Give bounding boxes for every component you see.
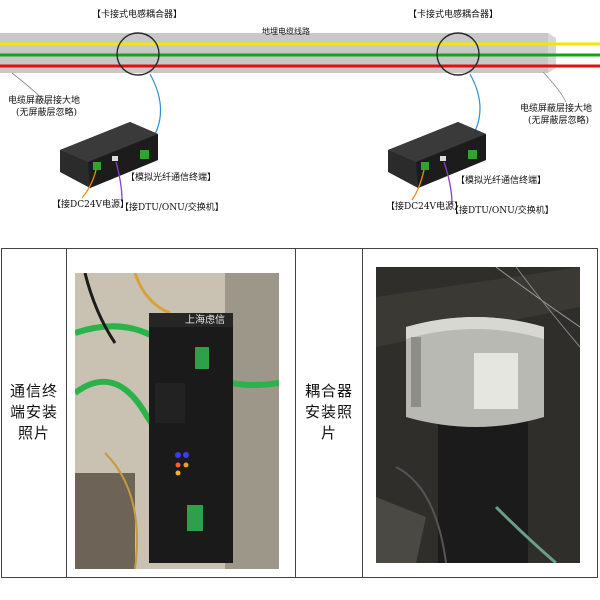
- network-label-left: 【接DTU/ONU/交换机】: [120, 203, 224, 213]
- terminal-photo-caption: 通信终端安装照片: [2, 381, 66, 444]
- coupler-ring-left: [116, 32, 160, 76]
- cable-diagram: [0, 32, 600, 205]
- ground-lead-right: [542, 71, 567, 103]
- caption-line: 片: [320, 424, 337, 442]
- ground-label-right-2: (无屏蔽层忽略): [528, 116, 590, 126]
- coupler-label-left: 【卡接式电感耦合器】: [92, 10, 183, 20]
- power-label-left: 【接DC24V电源】: [52, 200, 130, 210]
- ground-label-left-2: (无屏蔽层忽略): [16, 108, 78, 118]
- caption-line: 照片: [17, 424, 50, 442]
- terminal-photo-art: [75, 273, 279, 569]
- network-lead-right: [443, 161, 453, 205]
- ground-label-right-1: 电缆屏蔽层接大地: [520, 104, 593, 114]
- ground-label-left-1: 电缆屏蔽层接大地: [8, 96, 81, 106]
- coupler-label-right: 【卡接式电感耦合器】: [408, 10, 499, 20]
- caption-line: 端安装: [9, 403, 58, 421]
- coupler-ring-right: [436, 32, 480, 76]
- ground-lead-left: [11, 72, 49, 106]
- caption-line: 安装照: [304, 403, 353, 421]
- coupler-photo-caption: 耦合器 安装照 片: [296, 381, 362, 444]
- power-lead-left: [81, 169, 97, 199]
- coupler-photo-art: [376, 267, 580, 563]
- terminal-device-left: [60, 122, 158, 188]
- network-label-right: 【接DTU/ONU/交换机】: [450, 206, 554, 216]
- coupler-install-photo: [376, 267, 580, 563]
- caption-line: 通信终: [9, 382, 58, 400]
- terminal-device-right: [388, 122, 486, 188]
- device-brand: 上海虑信: [185, 315, 225, 326]
- terminal-label-left: 【模拟光纤通信终端】: [126, 173, 217, 183]
- caption-line: 耦合器: [304, 382, 353, 400]
- terminal-install-photo: 上海虑信: [75, 273, 279, 569]
- power-label-right: 【接DC24V电源】: [386, 202, 464, 212]
- terminal-label-right: 【模拟光纤通信终端】: [456, 176, 547, 186]
- power-lead-right: [411, 169, 425, 201]
- photo-table: 通信终端安装照片 上海虑信 耦合器 安装照 片: [1, 248, 598, 578]
- network-lead-left: [115, 161, 123, 201]
- cable-title: 地埋电缆线路: [262, 27, 310, 36]
